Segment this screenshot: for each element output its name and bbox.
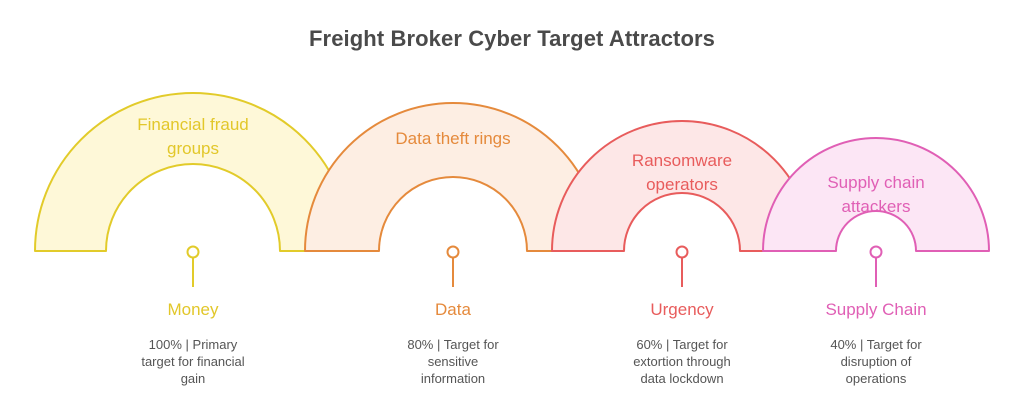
arc-label-line: Supply chain [827,173,924,192]
pin-marker-icon [869,245,883,259]
category-description: 100% | Primary target for financial gain [118,336,268,387]
pin-marker-icon [446,245,460,259]
description-line: operations [845,371,907,386]
description-line: extortion through [633,354,731,369]
arc-label: Ransomware operators [632,151,732,194]
category-description: 40% | Target for disruption of operations [801,336,951,387]
arc-label-line: Ransomware [632,151,732,170]
description-line: target for financial [141,354,245,369]
arc-label-line: attackers [842,197,911,216]
pin-marker-icon [186,245,200,259]
arc-label: Supply chain attackers [827,173,924,216]
arc-label: Financial fraud groups [137,115,249,158]
category-label: Data [435,300,471,319]
description-line: sensitive [427,354,479,369]
arc-label-line: operators [646,175,718,194]
category-description: 60% | Target for extortion through data lo… [607,336,757,387]
category-description: 80% | Target for sensitive information [378,336,528,387]
category-label: Money [167,300,219,319]
arc-label-line: Data theft rings [395,129,510,148]
description-line: 60% | Target for [636,337,728,352]
description-line: disruption of [840,354,912,369]
description-line: 80% | Target for [407,337,499,352]
description-line: 40% | Target for [830,337,922,352]
description-line: data lockdown [640,371,724,386]
arc-label-line: groups [167,139,219,158]
category-label: Urgency [650,300,714,319]
description-line: 100% | Primary [148,337,238,352]
diagram-title: Freight Broker Cyber Target Attractors [309,26,715,51]
arc-segment [762,137,990,252]
description-line: information [420,371,486,386]
category-label: Supply Chain [825,300,927,319]
arc-label-line: Financial fraud [137,115,249,134]
arc-label: Data theft rings [395,129,510,148]
description-line: gain [180,371,206,386]
pin-marker-icon [675,245,689,259]
